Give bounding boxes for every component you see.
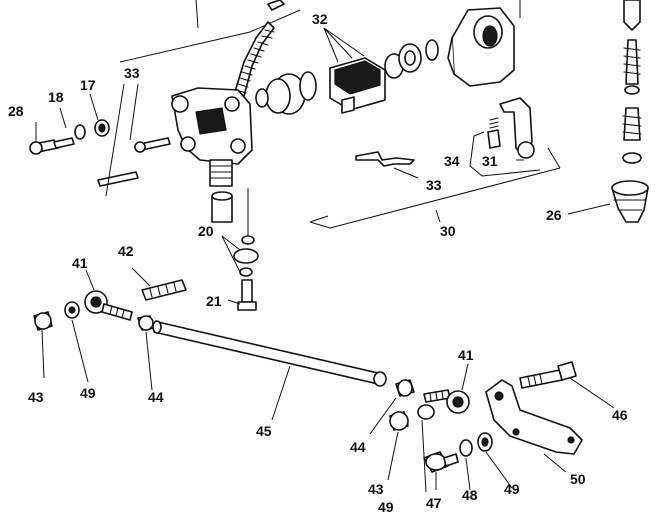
callout-labels: 28 18 17 33 32 34 31 33 30 26 20 21 41 4… bbox=[8, 11, 628, 515]
part-41-left bbox=[84, 290, 133, 321]
callout-26: 26 bbox=[546, 207, 562, 223]
callout-48: 48 bbox=[462, 487, 478, 503]
callout-17: 17 bbox=[80, 77, 96, 93]
group-30-boundary bbox=[119, 0, 561, 229]
callout-33-upper: 33 bbox=[124, 65, 140, 81]
motor-housing bbox=[447, 7, 515, 87]
callout-43-right: 43 bbox=[368, 481, 384, 497]
callout-32: 31 bbox=[482, 153, 498, 169]
leader-lines bbox=[35, 27, 615, 493]
part-45-rod bbox=[152, 320, 387, 387]
parts-47-48-49 bbox=[423, 432, 493, 473]
parts-43-49-left bbox=[33, 301, 80, 331]
callout-41-left: 41 bbox=[72, 255, 88, 271]
callout-44-right: 44 bbox=[350, 439, 366, 455]
callout-49-right: 49 bbox=[504, 481, 520, 497]
part-42-fitting bbox=[141, 279, 187, 301]
callout-46: 46 bbox=[612, 407, 628, 423]
parts-28-18-17 bbox=[29, 119, 171, 187]
parts-right-linkage bbox=[389, 379, 470, 431]
part-33-pin bbox=[355, 151, 415, 167]
hose-spring bbox=[233, 0, 285, 97]
callout-50: 50 bbox=[570, 471, 586, 487]
part-26-assembly bbox=[611, 0, 649, 223]
callout-43-left: 43 bbox=[28, 389, 44, 405]
part-44-left bbox=[137, 315, 155, 331]
part-50-lever bbox=[485, 379, 583, 455]
callout-44-left: 44 bbox=[148, 389, 164, 405]
callout-20: 20 bbox=[198, 223, 214, 239]
part-46-bolt bbox=[519, 361, 577, 389]
callout-47: 47 bbox=[426, 495, 442, 511]
part-31-assembly bbox=[255, 39, 439, 115]
callout-34: 34 bbox=[444, 153, 460, 169]
callout-31: 32 bbox=[312, 11, 328, 27]
parts-20-21 bbox=[233, 188, 259, 311]
callout-28: 28 bbox=[8, 103, 24, 119]
callout-30: 30 bbox=[440, 223, 456, 239]
callout-49-left: 49 bbox=[80, 385, 96, 401]
callout-45: 45 bbox=[256, 423, 272, 439]
callout-42: 42 bbox=[118, 243, 134, 259]
valve-body bbox=[171, 87, 253, 223]
callout-18: 18 bbox=[48, 89, 64, 105]
callout-41-right: 41 bbox=[458, 347, 474, 363]
callout-33-lower: 33 bbox=[426, 177, 442, 193]
part-32-34 bbox=[469, 97, 541, 177]
callout-21: 21 bbox=[206, 293, 222, 309]
callout-49-mid: 49 bbox=[378, 499, 394, 515]
